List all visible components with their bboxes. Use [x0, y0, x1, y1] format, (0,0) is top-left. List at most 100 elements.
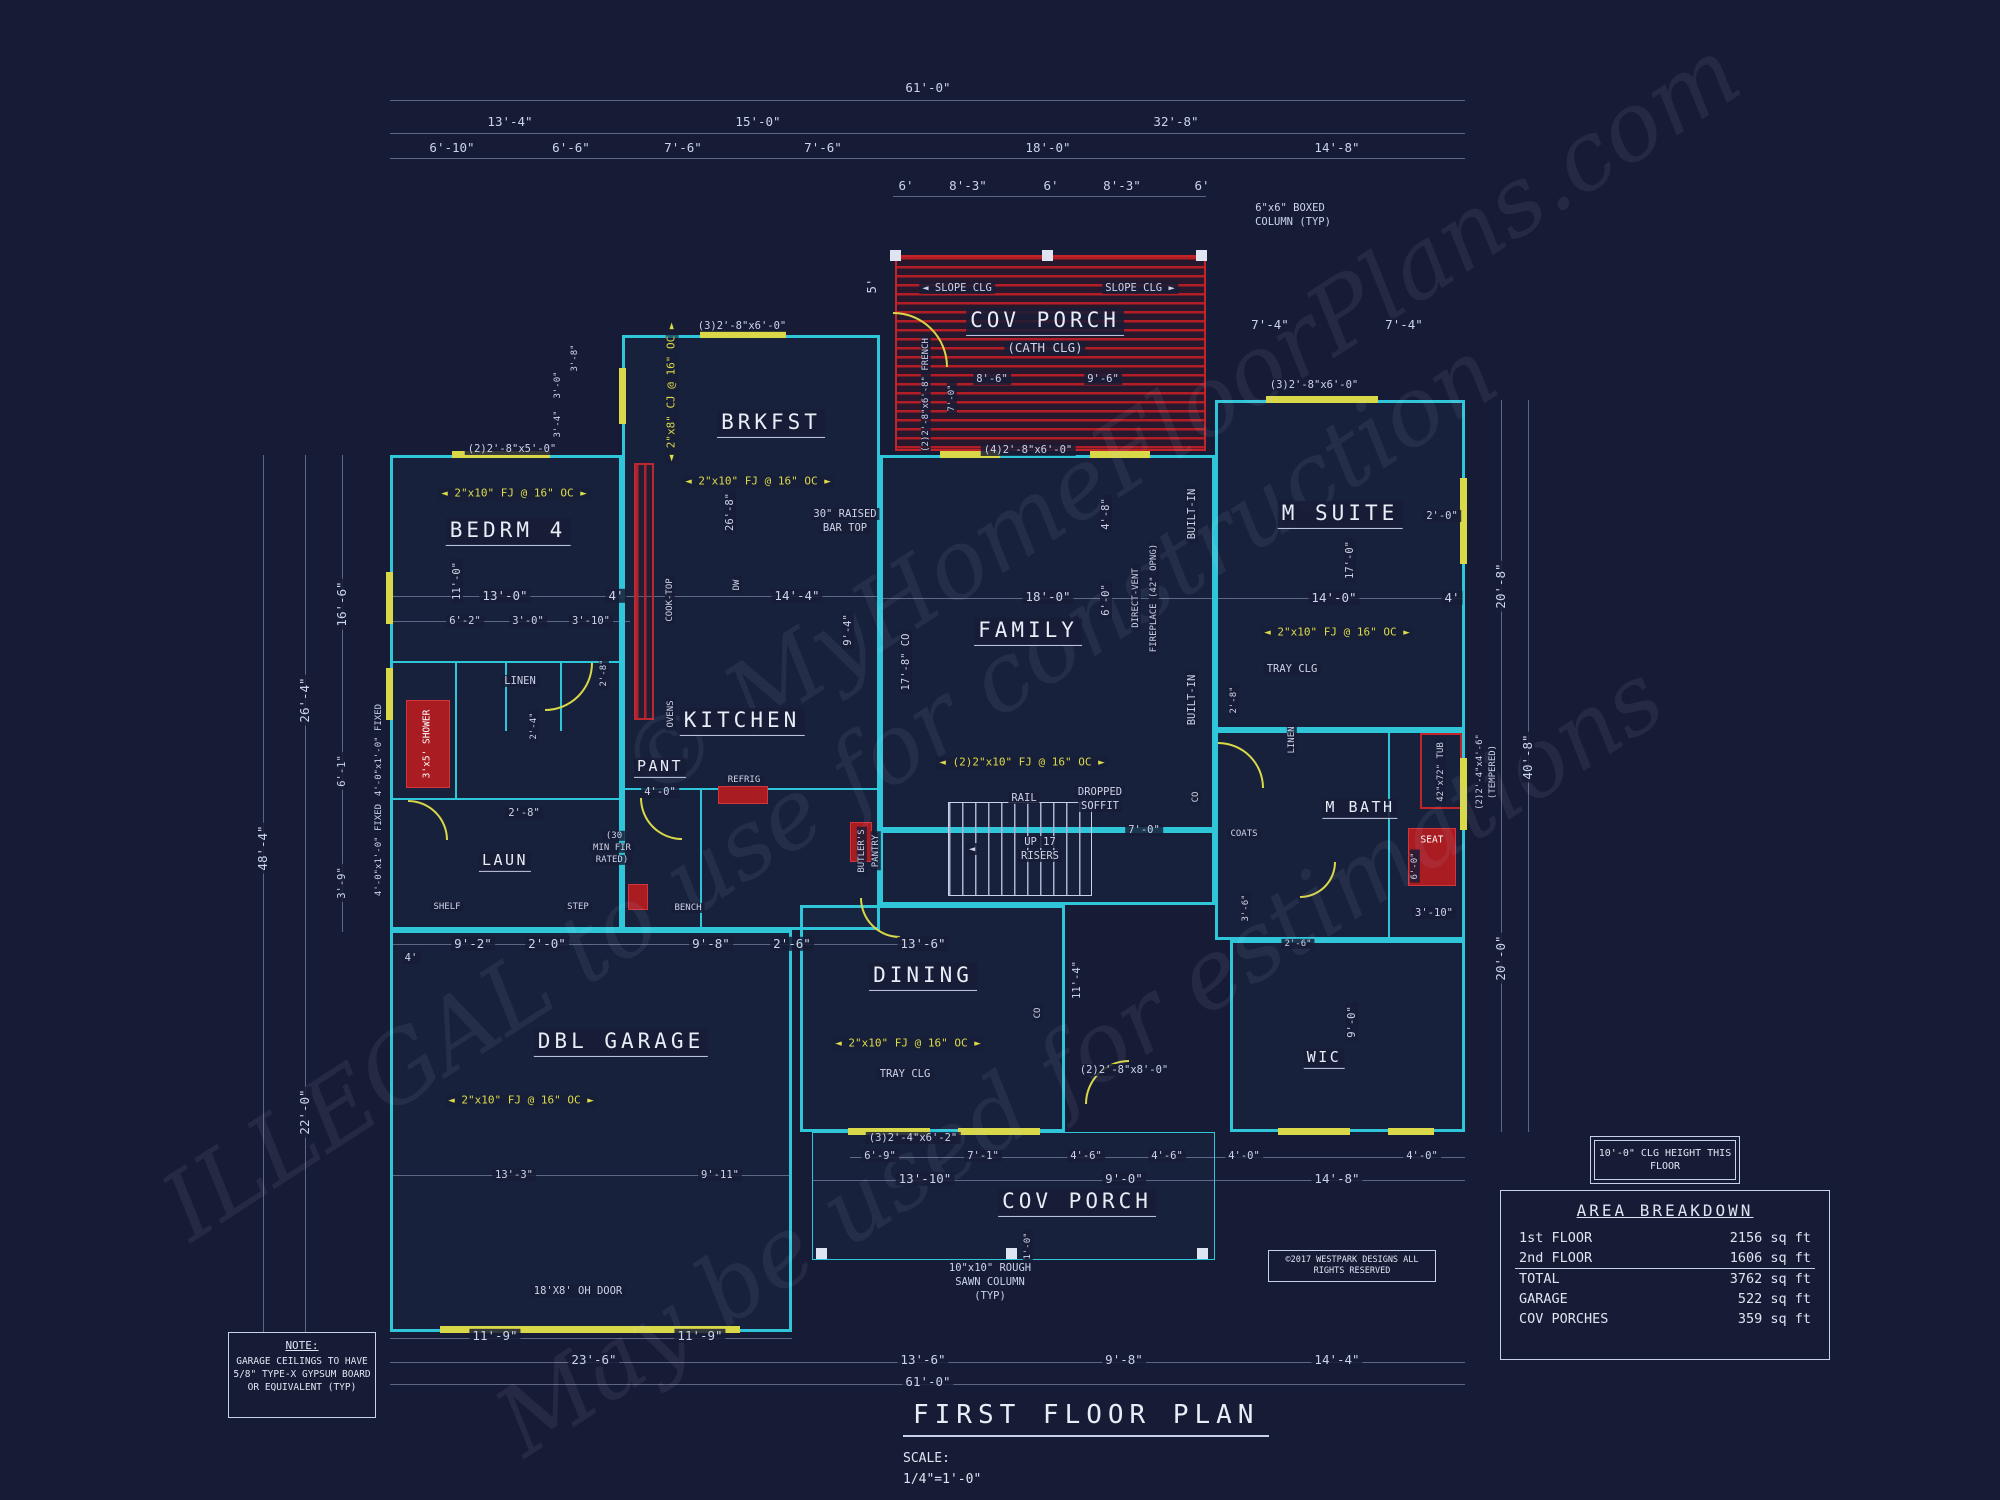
- joist-label: 2"x10" FJ @ 16" OC: [445, 1094, 597, 1108]
- wall: [1215, 730, 1465, 940]
- small-label: UP 17: [1021, 835, 1059, 849]
- small-label: (4)2'-8"x6'-0": [980, 443, 1076, 457]
- joist-label: (2)2"x10" FJ @ 16" OC: [936, 756, 1108, 770]
- area-row-cov-porches: COV PORCHES 359 sq ft: [1515, 1309, 1815, 1329]
- small-label: 11'-0": [450, 559, 464, 603]
- dim-label: 6': [1191, 178, 1213, 194]
- area-row-total: TOTAL 3762 sq ft: [1515, 1269, 1815, 1289]
- small-label: (3)2'-8"x6'-0": [694, 319, 790, 333]
- dimension-line: [390, 133, 1465, 134]
- porch-column: [1042, 250, 1053, 261]
- joist-label: 2"x10" FJ @ 16" OC: [682, 475, 834, 489]
- area-row-label: GARAGE: [1519, 1291, 1568, 1307]
- small-label: 17'-8" CO: [899, 630, 913, 694]
- dim-label: 13'-0": [479, 588, 531, 604]
- note-body: GARAGE CEILINGS TO HAVE 5/8" TYPE-X GYPS…: [233, 1356, 371, 1393]
- small-label: TRAY CLG: [1263, 662, 1321, 676]
- room-label-bedrm-4: BEDRM 4: [445, 517, 571, 547]
- small-label: RISERS: [1018, 849, 1062, 863]
- small-label: COLUMN (TYP): [1252, 215, 1334, 229]
- dim-label: 5': [864, 275, 880, 297]
- note-box: NOTE: GARAGE CEILINGS TO HAVE 5/8" TYPE-…: [228, 1332, 376, 1418]
- dimension-line: [1501, 400, 1502, 1132]
- dim-label: 9'-2": [451, 936, 495, 952]
- tiny-label: BENCH: [671, 902, 705, 914]
- wall: [1215, 400, 1465, 730]
- tiny-label: DW: [731, 576, 743, 594]
- joist-label: 2"x8" CJ @ 16" OC: [665, 319, 679, 465]
- fixture-red-fill: [628, 884, 648, 910]
- title-block: FIRST FLOOR PLAN SCALE: 1/4"=1'-0": [903, 1400, 1270, 1487]
- dim-label: 32'-8": [1150, 114, 1202, 130]
- plan-title: FIRST FLOOR PLAN: [903, 1400, 1270, 1437]
- small-label: BAR TOP: [819, 521, 871, 535]
- tiny-label: 4'-0"x1'-0" FIXED: [373, 700, 385, 800]
- scale-value: 1/4"=1'-0": [903, 1472, 982, 1487]
- small-label: 9'-0": [1345, 1003, 1359, 1041]
- dimension-line: [390, 1338, 792, 1339]
- area-row-label: COV PORCHES: [1519, 1311, 1609, 1327]
- dim-label: 18'-0": [1022, 140, 1074, 156]
- porch-column: [816, 1248, 827, 1259]
- fixture-red-fill: [406, 700, 450, 788]
- small-label: (TYP): [971, 1289, 1009, 1303]
- ceiling-height-text: 10'-0" CLG HEIGHT THIS FLOOR: [1598, 1148, 1732, 1172]
- tiny-label: COATS: [1227, 828, 1261, 840]
- interior-wall: [390, 798, 622, 800]
- area-breakdown-title: AREA BREAKDOWN: [1576, 1201, 1754, 1220]
- dim-label: 9'-8": [689, 936, 733, 952]
- dim-label: 61'-0": [902, 1374, 954, 1390]
- dim-label: 18'-0": [1022, 589, 1074, 605]
- small-label: 17'-0": [1343, 538, 1357, 582]
- tiny-label: MIN FIR: [590, 842, 634, 854]
- note-heading: NOTE:: [285, 1339, 319, 1352]
- copyright-text: ©2017 WESTPARK DESIGNS ALL RIGHTS RESERV…: [1285, 1254, 1419, 1276]
- small-label: 3'-10": [1412, 906, 1456, 920]
- small-label: 30" RAISED: [810, 507, 880, 521]
- small-label: 6'-9": [861, 1149, 899, 1163]
- dim-label: 7'-6": [661, 140, 705, 156]
- small-label: 7'-0": [1125, 823, 1163, 837]
- area-breakdown-table: AREA BREAKDOWN 1st FLOOR 2156 sq ft 2nd …: [1500, 1190, 1830, 1360]
- interior-wall: [505, 661, 507, 731]
- porch-column: [890, 250, 901, 261]
- dim-label: 13'-6": [897, 1352, 949, 1368]
- dim-label: 6'-6": [549, 140, 593, 156]
- area-row-label: 1st FLOOR: [1519, 1230, 1593, 1246]
- small-label: 18'X8' OH DOOR: [530, 1284, 626, 1298]
- dim-label: 7'-4": [1248, 317, 1292, 333]
- porch-column: [1006, 1248, 1017, 1259]
- small-label: SLOPE CLG ►: [1102, 281, 1178, 295]
- dim-label: 26'-4": [297, 674, 313, 726]
- small-label: 3'-0": [509, 614, 547, 628]
- small-label: 4'-6": [1148, 1149, 1186, 1163]
- room-label-wic: WIC: [1303, 1048, 1345, 1070]
- tiny-label: 3'-6": [1240, 891, 1252, 925]
- dim-label: 23'-6": [568, 1352, 620, 1368]
- area-row-1st-floor: 1st FLOOR 2156 sq ft: [1515, 1228, 1815, 1248]
- joist-label: 2"x10" FJ @ 16" OC: [832, 1037, 984, 1051]
- scale-label: SCALE:: [903, 1451, 950, 1466]
- dim-label: 2'-0": [525, 936, 569, 952]
- tiny-label: PANTRY: [870, 831, 882, 871]
- onred-label: SEAT: [1420, 834, 1444, 846]
- tiny-label: DIRECT-VENT: [1130, 565, 1142, 631]
- small-label: BUILT-IN: [1185, 485, 1199, 543]
- dim-label: 6': [1040, 178, 1062, 194]
- joist-label: 2"x10" FJ @ 16" OC: [1261, 626, 1413, 640]
- dim-label: 61'-0": [902, 80, 954, 96]
- small-label: 4'-6": [1067, 1149, 1105, 1163]
- small-label: 6'-2": [446, 614, 484, 628]
- dim-label: 7'-6": [801, 140, 845, 156]
- tiny-label: COOK-TOP: [664, 575, 676, 625]
- window-marker: [700, 331, 786, 338]
- tiny-label: OVENS: [665, 697, 677, 731]
- small-label: 4'-0": [1225, 1149, 1263, 1163]
- tiny-label: CO: [1032, 1004, 1044, 1022]
- dim-label: 15'-0": [732, 114, 784, 130]
- window-marker: [386, 668, 393, 720]
- small-label: 7'-1": [964, 1149, 1002, 1163]
- window-marker: [1266, 396, 1378, 403]
